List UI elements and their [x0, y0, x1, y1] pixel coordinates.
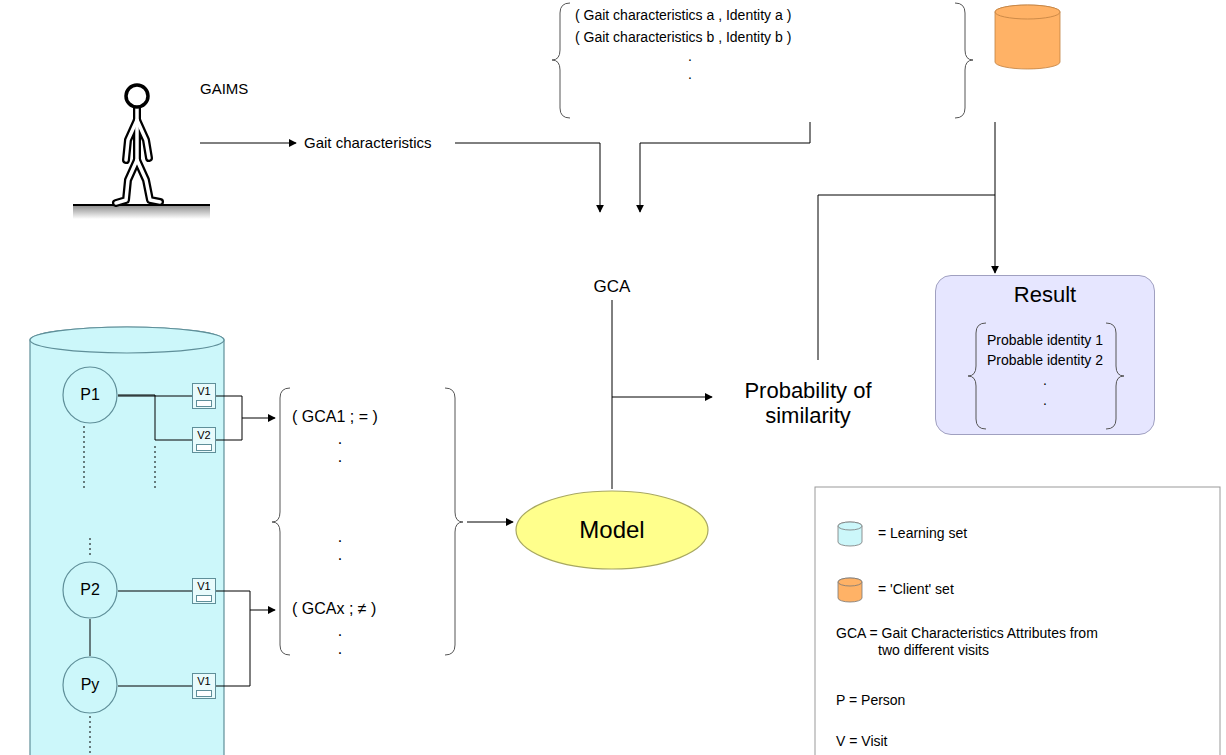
- legend-text: = Learning set: [878, 525, 967, 542]
- text-label: ( Gait characteristics a , Identity a ): [575, 7, 791, 23]
- text-label: Gait characteristics: [304, 134, 432, 151]
- node-label: V1: [196, 675, 212, 688]
- text-label: ( GCAx ; ≠ ): [292, 600, 376, 618]
- result-heading: Result: [987, 282, 1103, 308]
- legend-text: V = Visit: [836, 733, 888, 750]
- node-label: .: [987, 390, 1103, 410]
- node-label: P1: [80, 386, 100, 404]
- legend-swatch: [836, 576, 864, 604]
- node-label: Py: [81, 676, 100, 694]
- node-label: .: [987, 370, 1103, 390]
- node-label: Probable identity 2: [987, 350, 1103, 370]
- centered-label: .: [330, 528, 350, 546]
- visit-box: V1: [192, 383, 216, 409]
- node-label: V2: [196, 429, 212, 442]
- visit-record-bar: [196, 444, 212, 451]
- node-label: P2: [80, 581, 100, 599]
- legend-box: [815, 487, 1220, 755]
- link-line: [118, 591, 192, 592]
- centered-label: .: [680, 66, 700, 82]
- centered-label: .: [330, 640, 350, 658]
- link-line: [118, 686, 192, 687]
- text-label: ( GCA1 ; = ): [292, 408, 378, 426]
- text-label: GAIMS: [200, 80, 248, 97]
- person-circle: P1: [62, 366, 118, 424]
- centered-label: GCA: [572, 277, 652, 297]
- walking-figure: [73, 85, 210, 219]
- centered-label: Probability of similarity: [718, 378, 898, 429]
- visit-record-bar: [196, 595, 212, 602]
- person-circle: Py: [62, 656, 118, 714]
- legend-text: P = Person: [836, 692, 905, 709]
- node-label: Probable identity 1: [987, 330, 1103, 350]
- model-ellipse: Model: [515, 490, 709, 570]
- visit-record-bar: [196, 400, 212, 407]
- learning-set-cylinder: [30, 327, 224, 755]
- client-set-cylinder: [995, 5, 1060, 69]
- centered-label: .: [330, 622, 350, 640]
- result-box: ResultProbable identity 1Probable identi…: [935, 275, 1155, 435]
- visit-box: V2: [192, 427, 216, 453]
- legend-text: = 'Client' set: [878, 581, 954, 598]
- text-label: ( Gait characteristics b , Identity b ): [575, 29, 791, 45]
- visit-box: V1: [192, 578, 216, 604]
- centered-label: .: [330, 448, 350, 466]
- visit-box: V1: [192, 673, 216, 699]
- visit-record-bar: [196, 690, 212, 697]
- centered-label: .: [330, 430, 350, 448]
- centered-label: .: [330, 546, 350, 564]
- legend-text: GCA = Gait Characteristics Attributes fr…: [836, 625, 1116, 659]
- node-label: V1: [196, 580, 212, 593]
- person-circle: P2: [62, 561, 118, 619]
- node-label: Model: [579, 516, 644, 544]
- centered-label: .: [680, 48, 700, 64]
- link-line: [118, 395, 192, 440]
- node-label: V1: [196, 385, 212, 398]
- legend-swatch: [836, 520, 864, 548]
- link-line: [90, 619, 91, 656]
